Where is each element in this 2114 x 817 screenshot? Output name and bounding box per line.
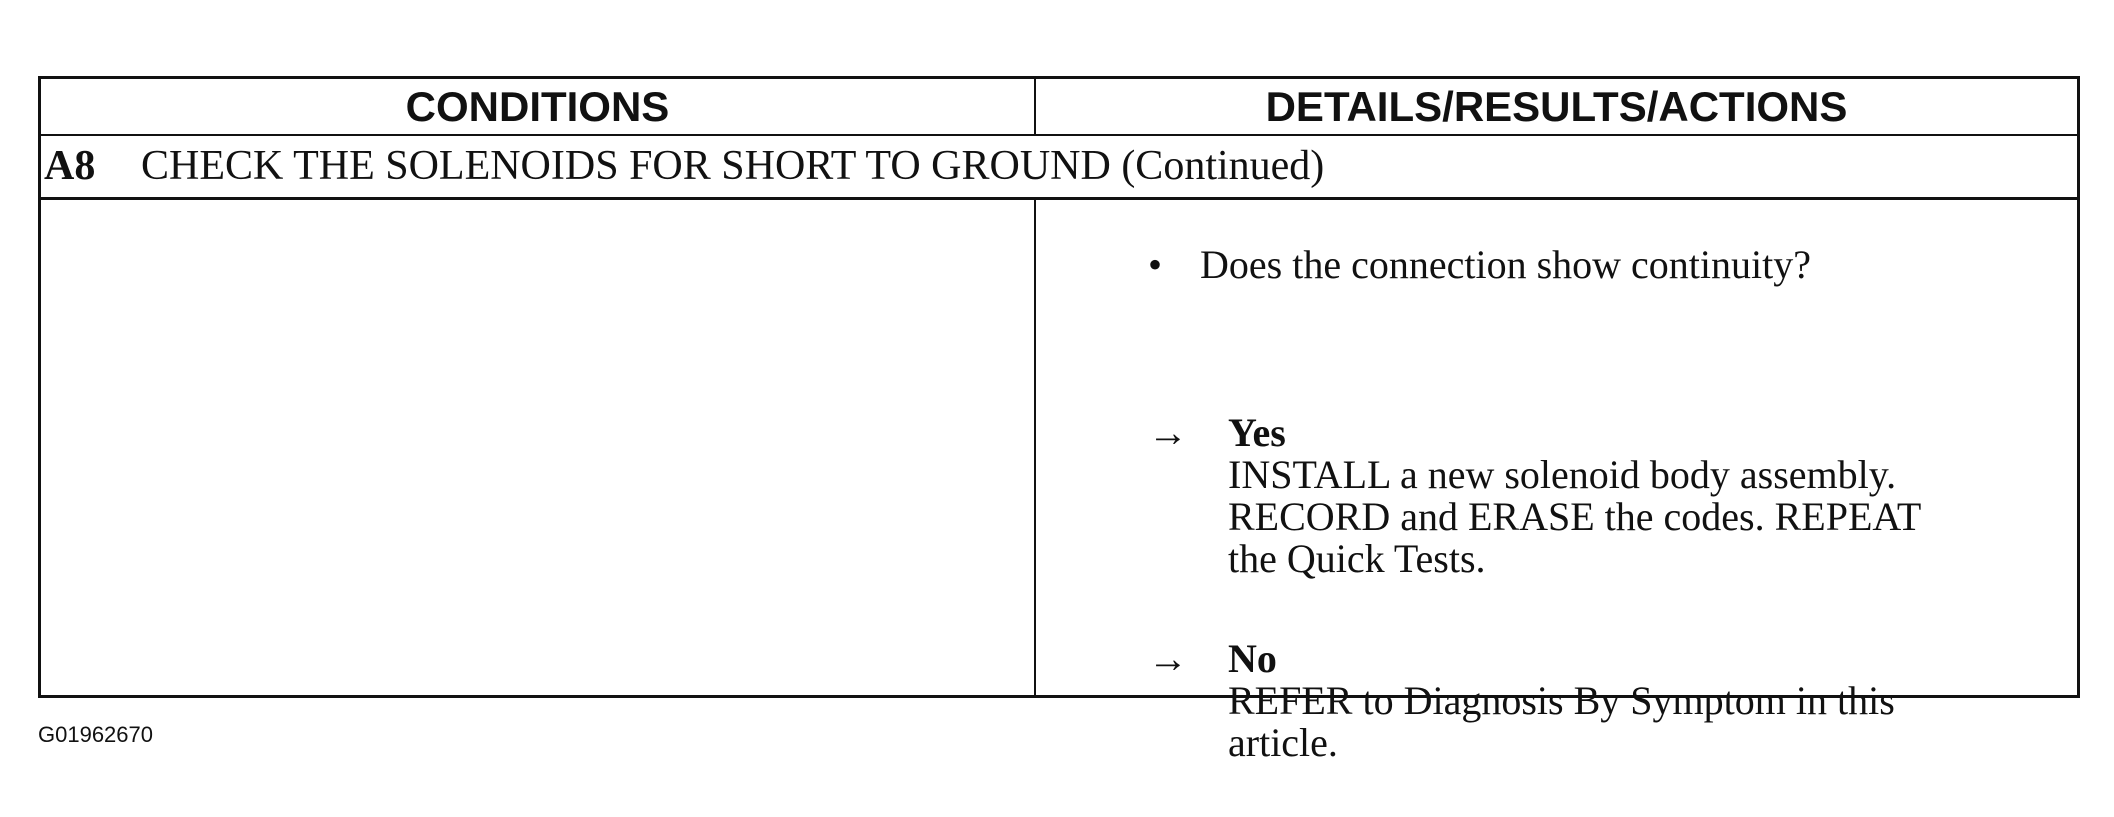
arrow-right-icon: → — [1148, 636, 1188, 681]
answer-no-text: REFER to Diagnosis By Symptom in this ar… — [1228, 678, 1895, 765]
header-conditions: CONDITIONS — [41, 79, 1036, 134]
table-header-row: CONDITIONS DETAILS/RESULTS/ACTIONS — [41, 79, 2077, 136]
diagnostic-table: CONDITIONS DETAILS/RESULTS/ACTIONS A8 CH… — [38, 76, 2080, 764]
step-number: A8 — [44, 143, 96, 189]
header-details-results-actions: DETAILS/RESULTS/ACTIONS — [1265, 83, 1848, 130]
arrow-right-icon: → — [1148, 410, 1188, 455]
step-title-row: A8 CHECK THE SOLENOIDS FOR SHORT TO GROU… — [41, 136, 2077, 200]
table-body-row: • Does the connection show continuity? →… — [41, 200, 2077, 764]
answer-no-label: No — [1228, 636, 1277, 681]
answer-yes-text: INSTALL a new solenoid body assembly. RE… — [1228, 452, 1922, 581]
bullet-icon: • — [1148, 242, 1163, 287]
figure-id: G01962670 — [38, 722, 153, 747]
details-cell: • Does the connection show continuity? →… — [1036, 200, 2077, 764]
conditions-cell — [41, 200, 1036, 695]
step-title: CHECK THE SOLENOIDS FOR SHORT TO GROUND … — [141, 143, 1325, 189]
answer-yes-label: Yes — [1228, 410, 1286, 455]
question-text: Does the connection show continuity? — [1200, 242, 1811, 287]
